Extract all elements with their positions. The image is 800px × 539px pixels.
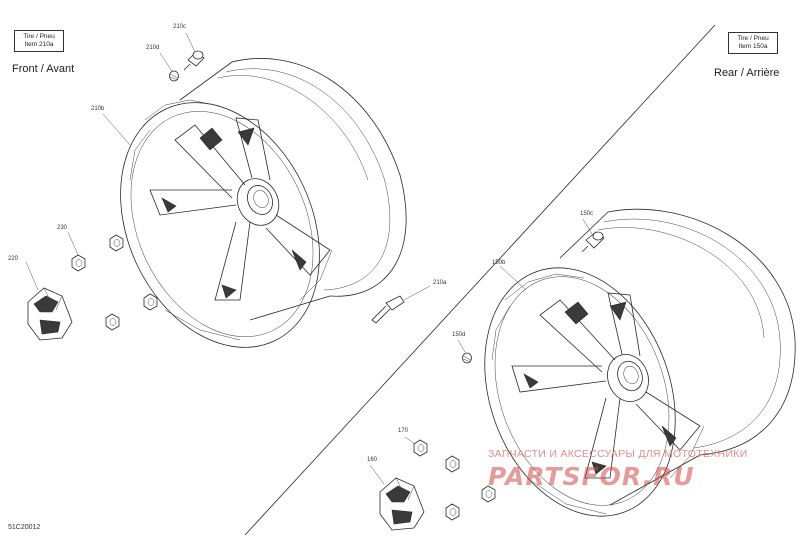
callout-230: 230 bbox=[57, 225, 68, 231]
callout-210a: 210a bbox=[433, 280, 447, 286]
front-section-title: Front / Avant bbox=[12, 63, 75, 75]
callout-210d: 210d bbox=[146, 45, 160, 51]
front-valve-stem bbox=[183, 50, 205, 71]
rear-valve-cap bbox=[462, 352, 472, 364]
watermark-tagline: ЗАПЧАСТИ И АКСЕССУАРЫ ДЛЯ МОТОТЕХНИКИ bbox=[488, 448, 748, 460]
callout-160: 160 bbox=[367, 457, 378, 463]
callout-150d: 150d bbox=[452, 332, 466, 338]
front-wheel-rim bbox=[120, 58, 407, 348]
callout-210c: 210c bbox=[173, 24, 187, 30]
rear-section-title: Rear / Arrière bbox=[714, 67, 780, 79]
front-hub-cap bbox=[27, 287, 73, 341]
front-tire-note-line1: Tire / Pneu bbox=[23, 33, 55, 40]
rear-wheel-rim bbox=[484, 208, 796, 517]
callout-150c: 150c bbox=[580, 211, 594, 217]
front-lug-nuts bbox=[71, 234, 158, 331]
rear-hub-cap bbox=[379, 477, 425, 531]
callout-220: 220 bbox=[8, 256, 19, 262]
rear-tire-note-line1: Tire / Pneu bbox=[737, 35, 769, 42]
drawing-code: 51C20012 bbox=[8, 524, 41, 531]
callout-210b: 210b bbox=[91, 106, 105, 112]
front-tire-valve bbox=[371, 295, 405, 324]
rear-tire-note: Tire / Pneu Item 150a bbox=[728, 32, 778, 54]
callout-150b: 150b bbox=[492, 260, 506, 266]
section-divider bbox=[244, 24, 716, 536]
front-valve-cap bbox=[169, 70, 179, 82]
rear-tire-note-line2: Item 150a bbox=[738, 43, 768, 50]
front-tire-note-line2: Item 210a bbox=[24, 41, 54, 48]
front-tire-note: Tire / Pneu Item 210a bbox=[14, 30, 64, 52]
watermark-logo: PARTSFOR.RU bbox=[488, 462, 695, 491]
rear-lug-nuts bbox=[413, 439, 496, 521]
rear-valve-stem bbox=[581, 231, 605, 253]
callout-170: 170 bbox=[398, 428, 409, 434]
